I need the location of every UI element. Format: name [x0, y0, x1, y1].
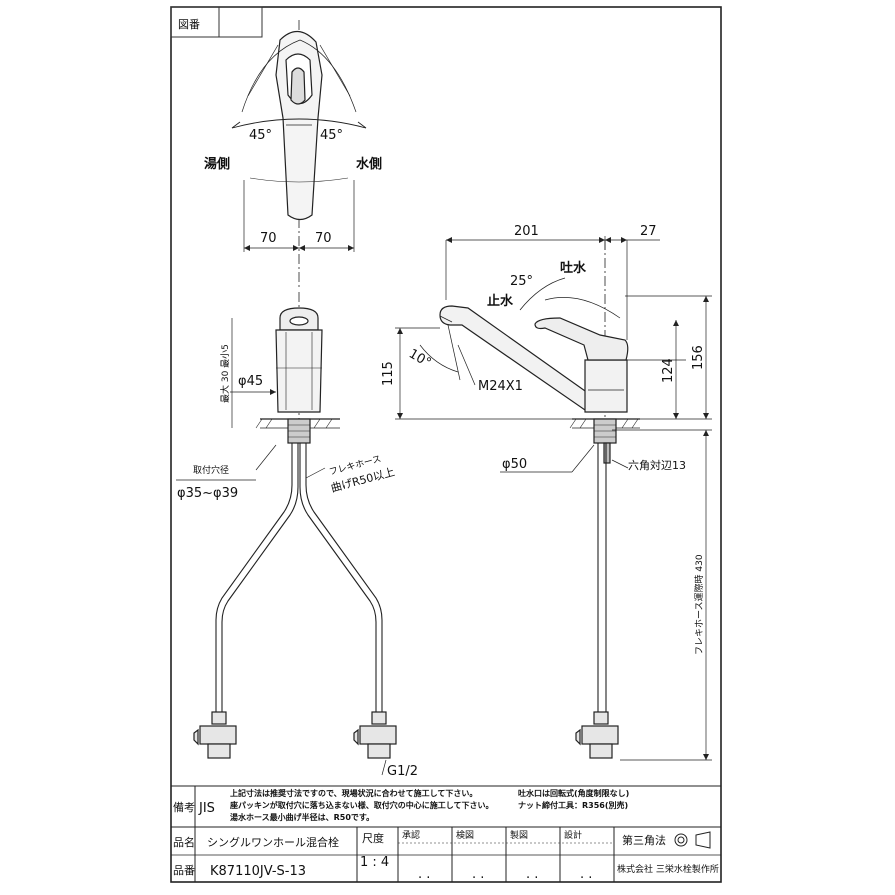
dim-201: 201	[514, 224, 539, 239]
toushui-label: 吐水	[560, 260, 587, 276]
dim-156: 156	[691, 345, 706, 370]
hole-label: 取付穴径	[193, 464, 229, 476]
sekkei-label: 設計	[564, 829, 582, 841]
side-view	[395, 236, 712, 761]
zuban-label: 図番	[178, 18, 200, 31]
title-block	[171, 785, 721, 882]
top-dim-right: 70	[315, 231, 332, 246]
diameter-50: φ50	[502, 457, 527, 472]
biko-value: JIS	[198, 801, 215, 816]
front-view	[176, 292, 397, 776]
note-4: 吐水口は回転式(角度制限なし)	[518, 788, 629, 798]
seizu-label: 製図	[510, 829, 528, 841]
thread-g12: G1/2	[387, 764, 418, 779]
hinmei-value: シングルワンホール混合栓	[207, 835, 339, 849]
hinban-label: 品番	[173, 864, 195, 877]
angle-10: 10°	[406, 346, 433, 371]
company-name: 株式会社 三栄水栓製作所	[617, 863, 719, 875]
note-1: 上記寸法は推奨寸法ですので、現場状況に合わせて施工して下さい。	[230, 788, 477, 798]
dim-124: 124	[661, 358, 676, 383]
dim-115: 115	[381, 361, 396, 386]
biko-label: 備考	[173, 801, 195, 814]
kenzu-dots: . .	[472, 867, 484, 882]
hinmei-label: 品名	[173, 835, 195, 849]
shonin-dots: . .	[418, 867, 430, 882]
sheet-border	[170, 6, 722, 883]
seizu-dots: . .	[526, 867, 538, 882]
front-max-label: 最大 30 最小5	[219, 344, 231, 403]
kenzu-label: 検図	[456, 829, 474, 841]
front-diameter-45: φ45	[238, 374, 263, 389]
top-angle-left: 45°	[249, 128, 272, 143]
top-angle-right: 45°	[320, 128, 343, 143]
cold-side-label: 水側	[356, 156, 382, 172]
projection-label: 第三角法	[622, 833, 666, 847]
note-3: 湯水ホース最小曲げ半径は、R50です。	[230, 812, 374, 822]
hole-value: φ35~φ39	[177, 486, 238, 501]
shisui-label: 止水	[487, 293, 514, 309]
note-5: ナット締付工具：R356(別売)	[518, 800, 628, 810]
shakudo-value: 1 : 4	[360, 855, 389, 870]
shonin-label: 承認	[402, 829, 420, 841]
hinban-value: K87110JV-S-13	[210, 864, 306, 879]
hex-label: 六角対辺13	[628, 458, 686, 472]
shakudo-label: 尺度	[362, 831, 384, 845]
thread-m24: M24X1	[478, 379, 523, 394]
dim-27: 27	[640, 224, 657, 239]
hot-side-label: 湯側	[204, 156, 230, 172]
top-dim-left: 70	[260, 231, 277, 246]
top-view	[231, 20, 367, 290]
zuban-box: 図番	[170, 6, 263, 38]
note-2: 座パッキンが取付穴に落ち込まない様、取付穴の中心に施工して下さい。	[229, 800, 494, 810]
angle-25: 25°	[510, 274, 533, 289]
hose-length-label: フレキホース運際時 430	[693, 554, 705, 655]
sekkei-dots: . .	[580, 867, 592, 882]
